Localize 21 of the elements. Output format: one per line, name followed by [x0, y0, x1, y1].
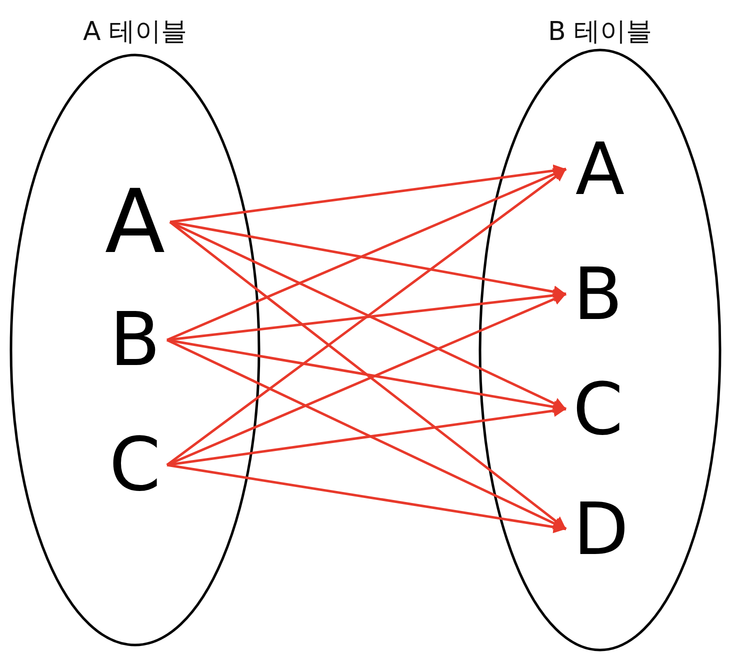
arrow — [170, 220, 566, 298]
arrow — [166, 168, 566, 342]
arrow — [166, 292, 566, 466]
element-letter: A — [566, 130, 634, 208]
arrow — [166, 289, 566, 342]
element-letter: D — [566, 490, 636, 568]
arrow — [166, 338, 566, 414]
arrow — [166, 338, 567, 530]
arrow — [166, 404, 566, 466]
element-letter: C — [103, 425, 167, 505]
arrow — [170, 164, 566, 224]
element-letter: C — [566, 370, 630, 448]
arrow — [166, 464, 566, 534]
element-letter: B — [566, 255, 630, 333]
arrow — [166, 168, 567, 466]
arrow — [169, 220, 567, 410]
element-letter: B — [103, 300, 167, 380]
table-heading: B 테이블 — [548, 16, 652, 49]
arrow — [169, 221, 567, 530]
table-heading: A 테이블 — [82, 16, 188, 49]
element-letter: A — [100, 180, 170, 264]
